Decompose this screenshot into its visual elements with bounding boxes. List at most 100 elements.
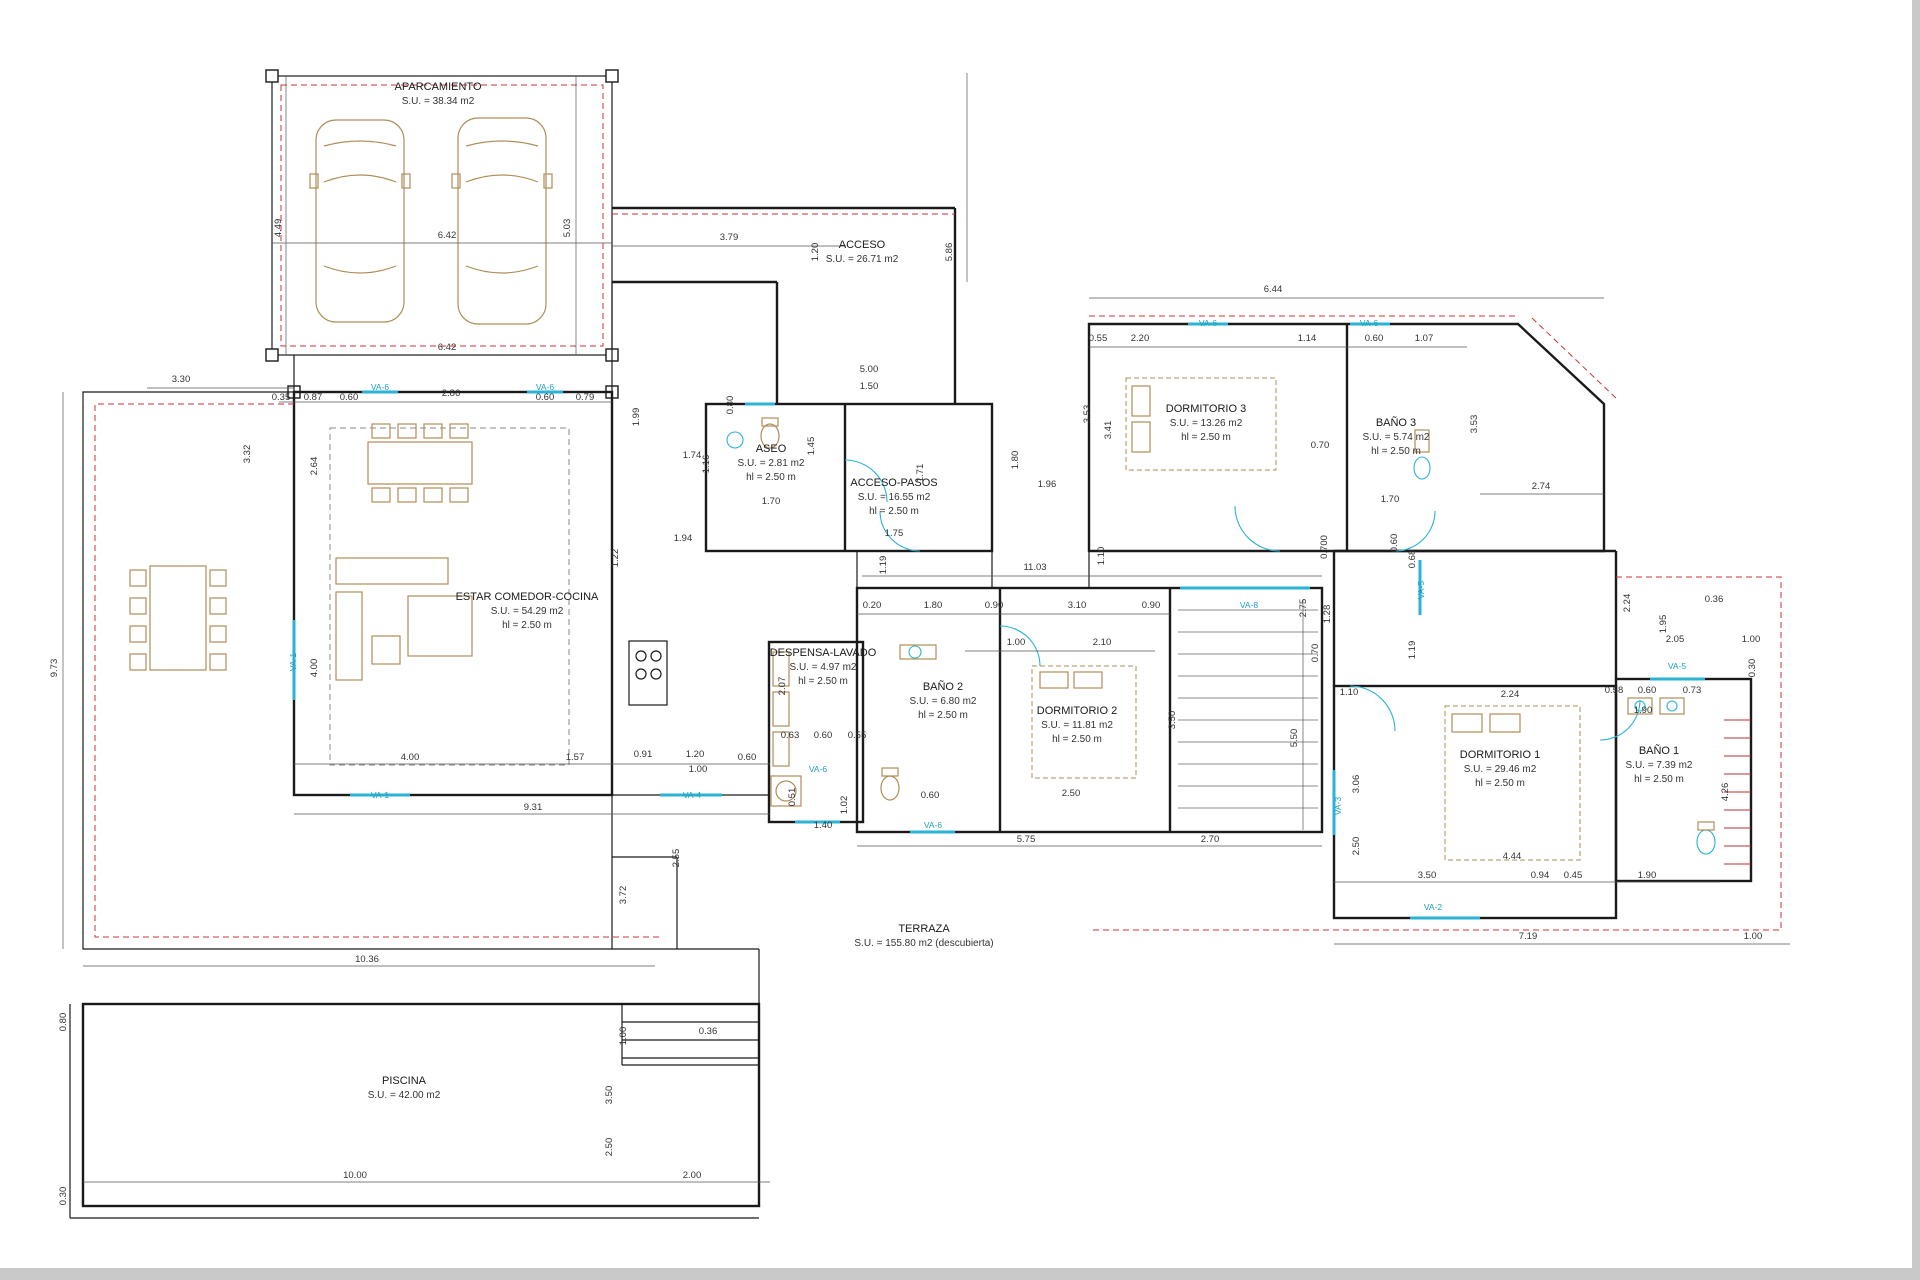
dimension-label: 7.19: [1519, 931, 1538, 942]
room-label-piscina: PISCINA: [382, 1075, 427, 1087]
dimension-label: 0.60: [536, 392, 555, 403]
dimension-label: 3.72: [618, 886, 629, 905]
dimension-label: 0.700: [1319, 535, 1330, 559]
dimension-label: 2.50: [604, 1138, 615, 1157]
dining-table: [367, 441, 473, 485]
dimension-label: 1.00: [1742, 634, 1761, 645]
room-label-aseo: ASEO: [756, 443, 787, 455]
dimension-label: 2.20: [1131, 333, 1150, 344]
dimension-label: 0.70: [1310, 644, 1321, 663]
dimension-label: 1.22: [610, 549, 621, 568]
opening-tag: VA-6: [924, 820, 943, 830]
room-label-despensa-lavado: hl = 2.50 m: [798, 676, 848, 687]
dimension-label: 2.50: [1062, 788, 1081, 799]
car-left: [309, 119, 411, 323]
dimension-label: 1.28: [1322, 605, 1333, 624]
dimension-label: 4.00: [401, 752, 420, 763]
dimension-label: 1.10: [1340, 687, 1359, 698]
dimension-label: 0.90: [985, 600, 1004, 611]
room-label-acceso: S.U. = 26.71 m2: [826, 254, 899, 265]
room-label-dormitorio-2: S.U. = 11.81 m2: [1041, 720, 1113, 731]
openings-layer: [292, 322, 1705, 920]
dimension-label: 0.70: [1311, 440, 1330, 451]
dimension-label: 5.86: [944, 243, 955, 262]
dimension-label: 1.75: [885, 528, 904, 539]
room-label-aparcamiento: APARCAMIENTO: [395, 81, 482, 93]
room-label-despensa-lavado: S.U. = 4.97 m2: [790, 662, 857, 673]
dimension-label: 3.79: [720, 232, 739, 243]
room-label-bano-1: hl = 2.50 m: [1634, 774, 1684, 785]
dimension-label: 1.70: [1381, 494, 1400, 505]
dimension-label: 1.80: [1010, 451, 1021, 470]
opening-tag: VA-6: [1360, 318, 1379, 328]
opening-tag: VA-4: [683, 790, 702, 800]
dimension-label: 9.73: [49, 659, 60, 678]
opening-tag: VA-5: [1416, 581, 1426, 600]
opening-tag: VA-3: [1333, 797, 1343, 816]
dimension-label: 6.42: [438, 342, 457, 353]
dimension-label: 2.00: [683, 1170, 702, 1181]
dimension-label: 0.87: [304, 392, 323, 403]
room-label-bano-2: hl = 2.50 m: [918, 710, 968, 721]
dimension-label: 0.55: [1089, 333, 1108, 344]
dimension-label: 3.53: [1469, 415, 1480, 434]
dimension-label: 1.07: [1415, 333, 1434, 344]
opening-tag: VA-6: [371, 382, 390, 392]
dimension-label: 1.50: [860, 381, 879, 392]
dimension-label: 1.10: [1096, 547, 1107, 566]
dimension-label: 4.26: [1720, 783, 1731, 802]
dimension-label: 1.20: [810, 243, 821, 262]
dimension-label: 0.91: [634, 749, 653, 760]
room-label-dormitorio-3: S.U. = 13.26 m2: [1170, 418, 1243, 429]
dimension-label: 6.42: [438, 230, 457, 241]
dimension-label: 4.49: [273, 219, 284, 238]
bed-dormitorio-3: [1125, 377, 1277, 471]
dimension-label: 2.50: [1351, 837, 1362, 856]
dimension-label: 3.10: [1068, 600, 1087, 611]
room-label-acceso: ACCESO: [839, 239, 886, 251]
dimension-label: 2.70: [1201, 834, 1220, 845]
room-label-bano-2: S.U. = 6.80 m2: [910, 696, 977, 707]
dimension-label: 3.06: [1351, 775, 1362, 794]
bed-dormitorio-1: [1444, 705, 1581, 861]
dimension-label: 1.71: [915, 464, 926, 483]
dimension-label: 10.36: [355, 954, 379, 965]
dimension-label: 1.40: [814, 820, 833, 831]
opening-tag: VA-1: [371, 790, 390, 800]
dimension-label: 0.80: [58, 1013, 69, 1032]
room-label-terraza: TERRAZA: [898, 923, 950, 935]
opening-tag: VA-5: [1668, 661, 1687, 671]
dimension-label: 1.74: [683, 450, 702, 461]
dimension-label: 1.45: [806, 437, 817, 456]
opening-tag: VA-6: [536, 382, 555, 392]
dimension-label: 0.63: [781, 730, 800, 741]
room-label-bano-1: BAÑO 1: [1639, 744, 1679, 757]
room-label-acceso-pasos: ACCESO-PASOS: [850, 477, 937, 489]
dimension-label: 0.55: [848, 730, 867, 741]
dimension-label: 1.19: [878, 556, 889, 575]
dimension-label: 2.74: [1532, 481, 1551, 492]
dimension-label: 2.75: [1298, 599, 1309, 618]
room-label-dormitorio-3: DORMITORIO 3: [1166, 403, 1246, 415]
dimension-label: 9.31: [524, 802, 543, 813]
dimension-label: 0.60: [1365, 333, 1384, 344]
room-label-dormitorio-2: hl = 2.50 m: [1052, 734, 1102, 745]
dimension-label: 1.90: [1634, 705, 1653, 716]
bano3-fixtures: [1413, 429, 1431, 480]
dimension-label: 0.35: [272, 392, 291, 403]
dimension-label: 1.80: [924, 600, 943, 611]
dimension-label: 1.14: [1298, 333, 1317, 344]
dimension-label: 1.99: [631, 408, 642, 427]
room-label-bano-1: S.U. = 7.39 m2: [1626, 760, 1693, 771]
opening-tag: VA-6: [1199, 318, 1218, 328]
dimension-label: 1.00: [1744, 931, 1763, 942]
walls-layer: [69, 69, 1753, 1219]
dimension-label: 5.50: [1289, 729, 1300, 748]
room-label-aseo: hl = 2.50 m: [746, 472, 796, 483]
dimension-label: 0.45: [1564, 870, 1583, 881]
dimension-label: 3.53: [1082, 405, 1093, 424]
room-label-dormitorio-2: DORMITORIO 2: [1037, 705, 1117, 717]
room-label-aseo: S.U. = 2.81 m2: [738, 458, 805, 469]
